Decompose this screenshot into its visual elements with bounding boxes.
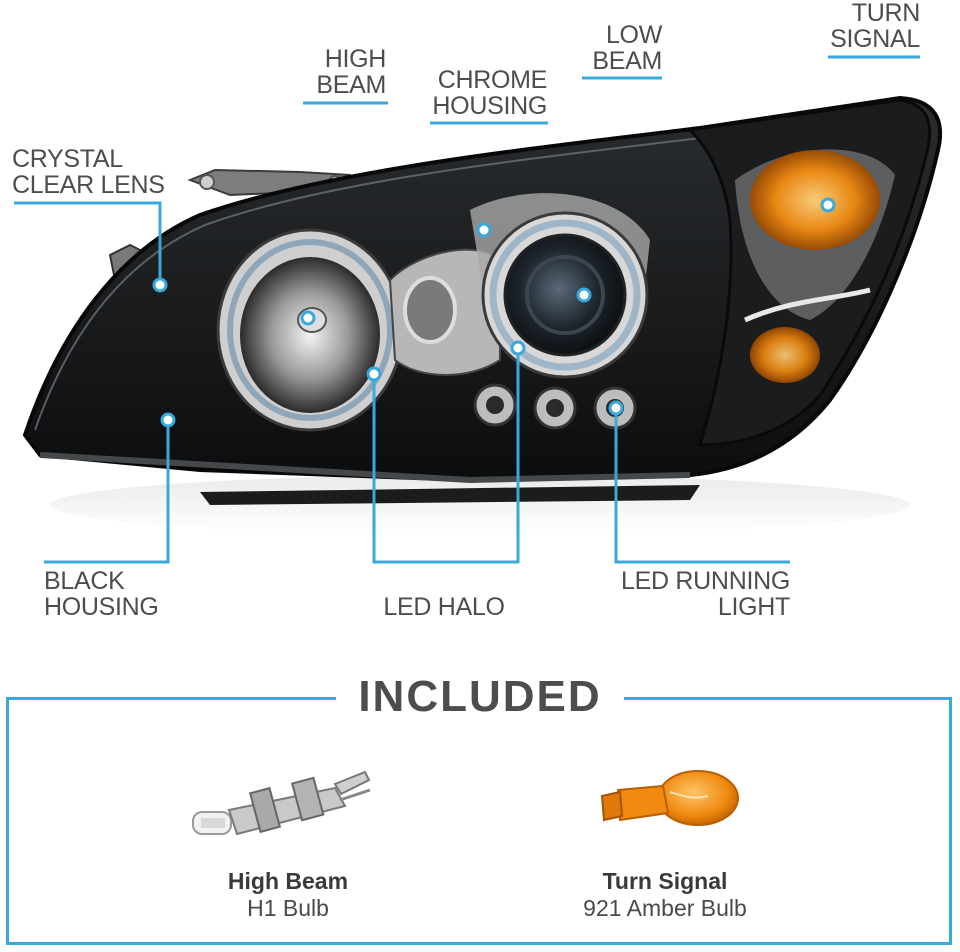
h1-bulb-image (192, 770, 371, 836)
callout-dots (152, 197, 836, 428)
callout-text: BLACK (44, 567, 125, 595)
callout-text: LIGHT (717, 593, 790, 621)
included-item-desc: 921 Amber Bulb (583, 895, 747, 921)
included-box-top-left (6, 697, 336, 700)
included-box-top-right (624, 697, 952, 700)
amber-921-bulb-image (600, 770, 739, 826)
callout-text: LOW (605, 21, 662, 49)
callout-lines (14, 55, 920, 564)
amber-reflector-lower (750, 327, 820, 383)
high-beam-halo-ring (227, 239, 393, 421)
callout-text: CRYSTAL (12, 145, 123, 173)
callout-chrome-housing: CHROME HOUSING (420, 67, 547, 119)
included-box (6, 697, 952, 945)
included-item-name: High Beam (227, 868, 349, 894)
callout-text: HOUSING (44, 593, 159, 621)
callout-high-beam: HIGH BEAM (300, 46, 386, 98)
included-item-name: Turn Signal (602, 868, 728, 894)
callout-text: BEAM (592, 47, 662, 75)
callout-text: CLEAR LENS (12, 171, 165, 199)
included-title: INCLUDED (358, 672, 602, 721)
callout-text: LED RUNNING (621, 567, 790, 595)
callout-text: SIGNAL (830, 25, 920, 53)
callout-text: HOUSING (432, 92, 547, 120)
low-beam-halo-ring (489, 219, 641, 371)
callout-text: BEAM (316, 71, 386, 99)
amber-reflector-upper (750, 150, 880, 250)
included-item-high-beam: High Beam H1 Bulb (190, 868, 386, 922)
callout-text: HIGH (324, 45, 387, 73)
callout-black-housing: BLACK HOUSING (44, 568, 159, 620)
low-beam-projector (503, 233, 627, 357)
high-beam-reflector (240, 257, 380, 413)
callout-crystal-clear-lens: CRYSTAL CLEAR LENS (12, 146, 165, 198)
included-item-turn-signal: Turn Signal 921 Amber Bulb (560, 868, 770, 922)
callout-led-halo: LED HALO (374, 594, 514, 620)
callout-text: TURN (851, 0, 921, 27)
callout-led-running-light: LED RUNNING LIGHT (610, 568, 790, 620)
callout-low-beam: LOW BEAM (580, 22, 662, 74)
ground-shadow (50, 475, 910, 535)
callout-text: CHROME (437, 66, 548, 94)
callout-text: LED HALO (383, 593, 505, 621)
included-item-desc: H1 Bulb (247, 895, 329, 921)
callout-turn-signal: TURN SIGNAL (820, 0, 920, 52)
headlight-illustration (14, 55, 943, 564)
